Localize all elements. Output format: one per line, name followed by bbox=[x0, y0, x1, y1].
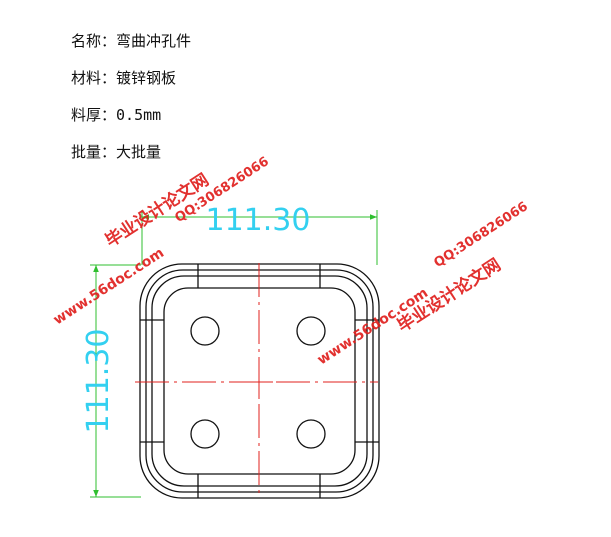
dimension-vertical-label: 111.30 bbox=[81, 329, 116, 434]
spec-label: 名称 bbox=[71, 32, 102, 50]
dimension-lines bbox=[90, 210, 378, 498]
spec-separator: ： bbox=[101, 32, 117, 50]
watermark-left: 毕业设计论文网 QQ:306826066 www.56doc.com bbox=[51, 154, 272, 328]
spec-value: 0.5mm bbox=[116, 106, 162, 124]
spec-list: 名称：弯曲冲孔件 材料：镀锌钢板 料厚：0.5mm 批量：大批量 bbox=[71, 31, 191, 179]
dimension-horizontal-label: 111.30 bbox=[206, 203, 311, 238]
center-lines bbox=[135, 263, 378, 497]
spec-name-row: 名称：弯曲冲孔件 bbox=[71, 31, 191, 51]
hole bbox=[190, 316, 220, 346]
hole bbox=[190, 419, 220, 449]
spec-separator: ： bbox=[101, 143, 117, 161]
hole bbox=[296, 316, 326, 346]
spec-batch-row: 批量：大批量 bbox=[71, 142, 191, 162]
watermark-right: QQ:306826066 www.56doc.com 毕业设计论文网 bbox=[315, 199, 531, 368]
spec-material-row: 材料：镀锌钢板 bbox=[71, 68, 191, 88]
spec-value: 大批量 bbox=[116, 143, 162, 161]
spec-separator: ： bbox=[101, 106, 117, 124]
spec-thickness-row: 料厚：0.5mm bbox=[71, 105, 191, 125]
spec-separator: ： bbox=[101, 69, 117, 87]
watermark-qq: QQ:306826066 bbox=[431, 199, 530, 271]
spec-value: 弯曲冲孔件 bbox=[116, 32, 192, 50]
watermark-url: www.56doc.com bbox=[51, 245, 167, 328]
spec-label: 批量 bbox=[71, 143, 102, 161]
spec-label: 材料 bbox=[71, 69, 102, 87]
hole bbox=[296, 419, 326, 449]
spec-label: 料厚 bbox=[71, 106, 102, 124]
spec-value: 镀锌钢板 bbox=[116, 69, 177, 87]
